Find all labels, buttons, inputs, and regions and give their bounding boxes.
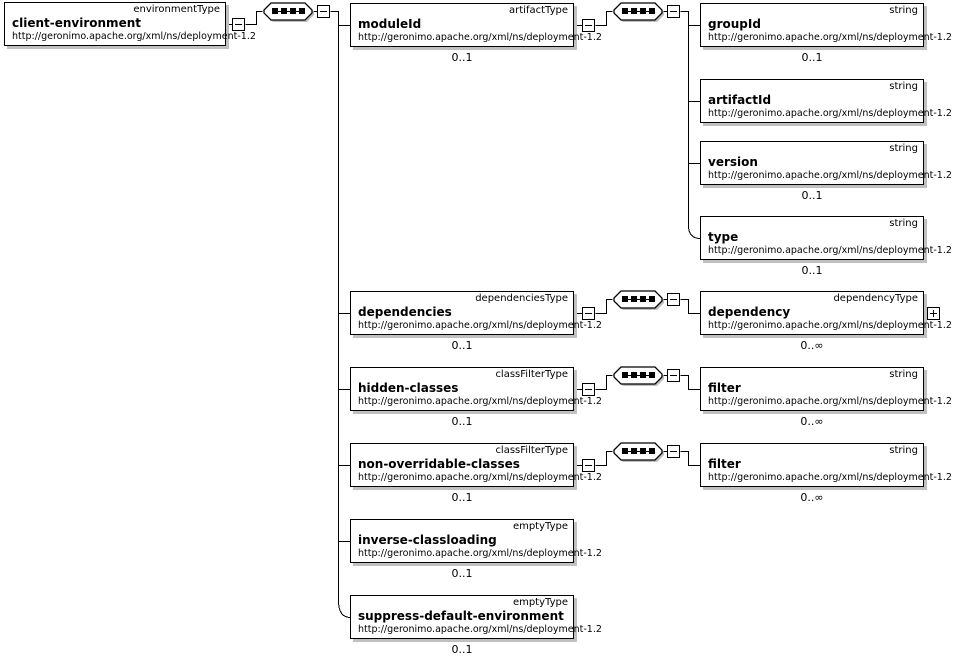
element-name-label: filter — [708, 381, 741, 395]
element-box-inverse-classloading[interactable]: emptyType inverse-classloading http://ge… — [350, 519, 602, 563]
cardinality-label-groupId: 0..1 — [801, 51, 823, 64]
element-box-client-environment[interactable]: environmentType client-environment http:… — [4, 2, 256, 46]
element-namespace-label: http://geronimo.apache.org/xml/ns/deploy… — [358, 320, 602, 331]
element-namespace-label: http://geronimo.apache.org/xml/ns/deploy… — [708, 396, 952, 407]
element-name-label: non-overridable-classes — [358, 457, 520, 471]
element-namespace-label: http://geronimo.apache.org/xml/ns/deploy… — [358, 32, 602, 43]
collapse-toggle-icon-hidden-classes[interactable] — [582, 383, 595, 396]
cardinality-label-hidden-classes: 0..1 — [451, 415, 473, 428]
element-type-label: artifactType — [509, 5, 568, 16]
cardinality-label-version: 0..1 — [801, 189, 823, 202]
element-name-label: dependencies — [358, 305, 452, 319]
element-type-label: string — [889, 445, 918, 456]
element-box-non-overridable-classes[interactable]: classFilterType non-overridable-classes … — [350, 443, 602, 487]
element-type-label: classFilterType — [495, 445, 568, 456]
element-type-label: dependencyType — [833, 293, 918, 304]
element-namespace-label: http://geronimo.apache.org/xml/ns/deploy… — [708, 320, 952, 331]
element-type-label: string — [889, 5, 918, 16]
collapse-toggle-icon-moduleId[interactable] — [582, 19, 595, 32]
element-box-filter-hidden[interactable]: string filter http://geronimo.apache.org… — [700, 367, 952, 411]
element-namespace-label: http://geronimo.apache.org/xml/ns/deploy… — [358, 396, 602, 407]
element-name-label: inverse-classloading — [358, 533, 497, 547]
element-name-label: filter — [708, 457, 741, 471]
collapse-toggle-icon-dependencies-sequence[interactable] — [667, 293, 680, 306]
sequence-compositor-icon-root[interactable] — [261, 0, 315, 25]
element-namespace-label: http://geronimo.apache.org/xml/ns/deploy… — [708, 170, 952, 181]
element-type-label: string — [889, 369, 918, 380]
element-namespace-label: http://geronimo.apache.org/xml/ns/deploy… — [358, 624, 602, 635]
collapse-toggle-icon-hidden-classes-sequence[interactable] — [667, 369, 680, 382]
element-name-label: hidden-classes — [358, 381, 459, 395]
element-box-hidden-classes[interactable]: classFilterType hidden-classes http://ge… — [350, 367, 602, 411]
element-box-version[interactable]: string version http://geronimo.apache.or… — [700, 141, 952, 185]
element-name-label: dependency — [708, 305, 791, 319]
cardinality-label-filter-nonover: 0..∞ — [800, 491, 824, 504]
collapse-toggle-icon-non-overridable-classes-sequence[interactable] — [667, 445, 680, 458]
element-type-label: classFilterType — [495, 369, 568, 380]
element-type-label: string — [889, 218, 918, 229]
element-name-label: version — [708, 155, 758, 169]
element-name-label: type — [708, 230, 739, 244]
collapse-toggle-icon-root-sequence[interactable] — [317, 5, 330, 18]
element-namespace-label: http://geronimo.apache.org/xml/ns/deploy… — [358, 548, 602, 559]
element-box-filter-nonover[interactable]: string filter http://geronimo.apache.org… — [700, 443, 952, 487]
cardinality-label-non-overridable-classes: 0..1 — [451, 491, 473, 504]
sequence-compositor-icon-artifactType[interactable] — [611, 0, 665, 25]
cardinality-label-inverse-classloading: 0..1 — [451, 567, 473, 580]
collapse-toggle-icon-dependencies[interactable] — [582, 307, 595, 320]
element-namespace-label: http://geronimo.apache.org/xml/ns/deploy… — [708, 108, 952, 119]
element-type-label: emptyType — [512, 521, 568, 532]
element-name-label: client-environment — [12, 16, 141, 30]
element-name-label: groupId — [708, 17, 761, 31]
element-box-dependencies[interactable]: dependenciesType dependencies http://ger… — [350, 291, 602, 335]
element-box-artifactId[interactable]: string artifactId http://geronimo.apache… — [700, 79, 952, 123]
cardinality-label-type: 0..1 — [801, 264, 823, 277]
cardinality-label-suppress-default-environment: 0..1 — [451, 643, 473, 656]
collapse-toggle-icon-client-environment[interactable] — [232, 18, 245, 31]
cardinality-label-moduleId: 0..1 — [451, 51, 473, 64]
expand-toggle-icon-dependency[interactable] — [927, 307, 940, 320]
element-name-label: artifactId — [708, 93, 772, 107]
sequence-compositor-icon-hidden-classes[interactable] — [611, 363, 665, 389]
cardinality-label-filter-hidden: 0..∞ — [800, 415, 824, 428]
element-box-dependency[interactable]: dependencyType dependency http://geronim… — [700, 291, 952, 335]
element-name-label: moduleId — [358, 17, 422, 31]
element-type-label: string — [889, 81, 918, 92]
element-namespace-label: http://geronimo.apache.org/xml/ns/deploy… — [12, 31, 256, 42]
element-box-groupId[interactable]: string groupId http://geronimo.apache.or… — [700, 3, 952, 47]
element-type-label: emptyType — [512, 597, 568, 608]
element-type-label: dependenciesType — [475, 293, 568, 304]
element-namespace-label: http://geronimo.apache.org/xml/ns/deploy… — [708, 32, 952, 43]
element-type-label: string — [889, 143, 918, 154]
element-namespace-label: http://geronimo.apache.org/xml/ns/deploy… — [708, 245, 952, 256]
element-type-label: environmentType — [133, 4, 220, 15]
element-box-suppress-default-environment[interactable]: emptyType suppress-default-environment h… — [350, 595, 602, 639]
element-box-type[interactable]: string type http://geronimo.apache.org/x… — [700, 216, 952, 260]
sequence-compositor-icon-non-overridable-classes[interactable] — [611, 439, 665, 465]
collapse-toggle-icon-artifactType-sequence[interactable] — [667, 5, 680, 18]
sequence-compositor-icon-dependencies[interactable] — [611, 287, 665, 313]
element-namespace-label: http://geronimo.apache.org/xml/ns/deploy… — [708, 472, 952, 483]
element-namespace-label: http://geronimo.apache.org/xml/ns/deploy… — [358, 472, 602, 483]
element-name-label: suppress-default-environment — [358, 609, 564, 623]
cardinality-label-dependency: 0..∞ — [800, 339, 824, 352]
collapse-toggle-icon-non-overridable-classes[interactable] — [582, 459, 595, 472]
element-box-moduleId[interactable]: artifactType moduleId http://geronimo.ap… — [350, 3, 602, 47]
cardinality-label-dependencies: 0..1 — [451, 339, 473, 352]
